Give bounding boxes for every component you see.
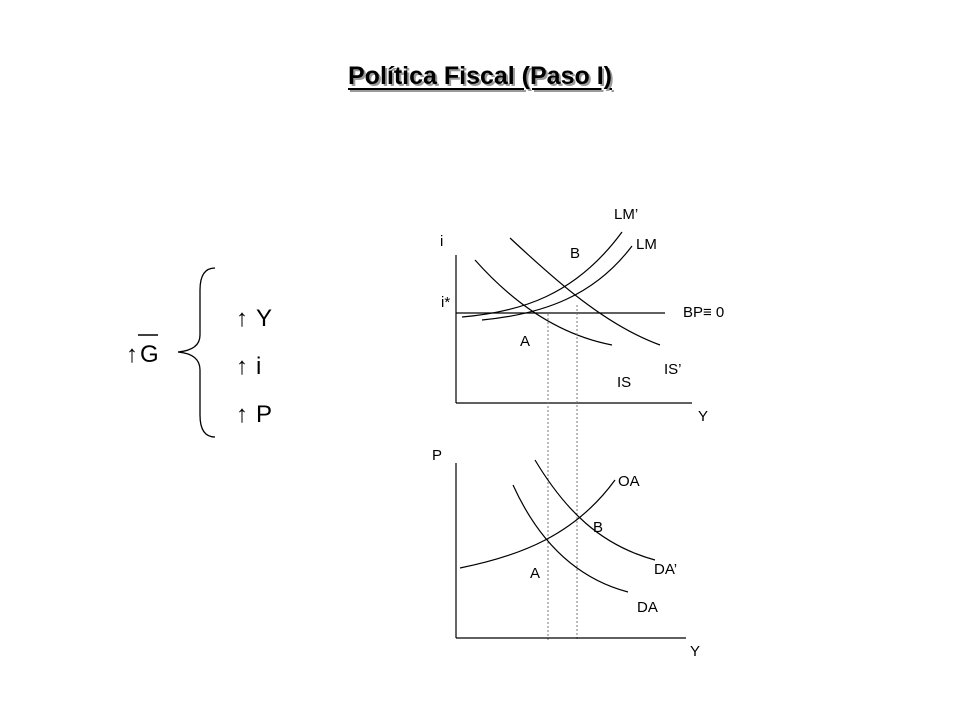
oa-label: OA [618, 473, 640, 490]
effect-variable-i: i [256, 353, 261, 380]
effect-variable-p: P [256, 401, 272, 428]
da-prime-label: DA’ [654, 561, 677, 578]
daoa-graph: P Y OA DA DA’ A B [432, 447, 700, 660]
oa-curve [459, 479, 616, 569]
effect-arrow-icon: ↑ [236, 305, 248, 332]
point-a-label-bottom: A [530, 565, 540, 582]
point-b-label-bottom: B [593, 519, 603, 536]
da-prime-curve [534, 459, 656, 561]
point-b-label: B [570, 245, 580, 262]
lm-prime-curve [461, 231, 623, 318]
islm-graph: i Y i* BP≡ 0 LM’ LM IS IS’ A B [440, 206, 724, 425]
is-curve [474, 259, 613, 346]
point-a-label: A [520, 333, 530, 350]
is-prime-curve [509, 237, 661, 346]
lm-label: LM [636, 236, 657, 253]
curly-brace [177, 267, 216, 438]
p-axis-label: P [432, 447, 442, 464]
page-title: Política Fiscal (Paso I) [348, 62, 612, 90]
summary-block: ↑ G ↑ Y ↑ i ↑ P [126, 267, 272, 438]
bp-label: BP≡ 0 [683, 304, 724, 321]
effect-arrow-icon: ↑ [236, 401, 248, 428]
is-prime-label: IS’ [664, 361, 682, 378]
y-axis-label: Y [698, 408, 708, 425]
istar-label: i* [441, 294, 450, 311]
shock-arrow-icon: ↑ [126, 341, 138, 368]
da-label: DA [637, 599, 658, 616]
lm-curve [481, 245, 633, 321]
effect-arrow-icon: ↑ [236, 353, 248, 380]
da-curve [512, 484, 629, 593]
is-label: IS [617, 374, 631, 391]
lm-prime-label: LM’ [614, 206, 638, 223]
i-axis-label: i [440, 233, 443, 250]
y-axis-bottom-label: Y [690, 643, 700, 660]
shock-variable: G [140, 341, 159, 368]
effect-variable-y: Y [256, 305, 272, 332]
